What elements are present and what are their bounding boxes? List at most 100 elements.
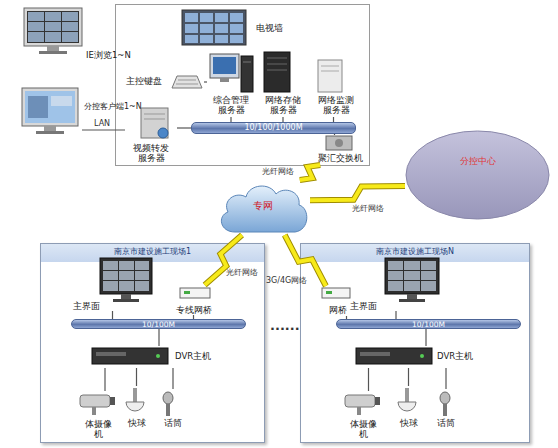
wire-line: [346, 316, 347, 319]
wire-line: [333, 117, 334, 122]
site1-monitor-icon-part-part: [103, 261, 118, 270]
private-network-cloud: 专网: [215, 180, 310, 235]
siteN-bridge-icon-part: [322, 288, 350, 298]
site1-monitor-icon-part: [103, 261, 149, 291]
siteN-monitor-icon-part: [399, 299, 425, 302]
tv-wall-icon-part-part: [215, 13, 228, 22]
management-server-icon-part: [220, 78, 229, 82]
ie-monitor-icon-part: [39, 51, 67, 54]
switch-icon-part: [326, 136, 352, 150]
site1-mic-icon-part: [166, 404, 170, 416]
siteN-monitor-icon-part-part: [404, 261, 420, 270]
node-text: DVR主机: [175, 351, 227, 361]
wire-line: [172, 368, 173, 389]
node-text: IE浏览1~N: [86, 50, 150, 60]
site1-monitor-icon-part: [121, 294, 131, 299]
client-monitor-icon-part: [44, 126, 56, 131]
forward-server-icon-part: [144, 114, 165, 115]
siteN-dvr-icon-part: [360, 352, 390, 356]
tv-wall-icon-part-part: [185, 35, 198, 43]
site1-monitor-icon-part-part: [103, 281, 118, 291]
storage-server-icon-part: [264, 52, 290, 92]
tv-wall-icon-part-part: [215, 24, 228, 33]
wire-line: [282, 117, 283, 122]
client-monitor-icon-part: [36, 131, 64, 134]
site1-monitor-icon-part: [113, 299, 139, 302]
keyboard-icon: [172, 76, 202, 88]
storage-server-icon-part: [267, 64, 287, 65]
network-bus: 10/100/1000M: [191, 122, 356, 134]
wire-connector: [408, 368, 409, 386]
site1-dvr-icon-part: [92, 348, 168, 364]
monitor-server-icon-part: [321, 71, 339, 72]
storage-server-icon: [264, 52, 290, 92]
switch-icon: [326, 136, 352, 150]
wire-line: [445, 368, 446, 389]
siteN-monitor-icon-part-part: [404, 271, 420, 280]
site1-bridge-icon: [180, 288, 210, 298]
wire-connector: [283, 117, 284, 122]
siteN-monitor-icon-part: [388, 261, 436, 291]
link-label: 3G/4G网络: [266, 276, 307, 286]
site1-monitor-icon-part-part: [135, 261, 149, 270]
siteN-bridge-icon: [322, 288, 350, 298]
keyboard-icon-part: [172, 76, 202, 88]
client-monitor-icon-part: [25, 91, 75, 123]
wire-connector: [136, 368, 137, 386]
node-text: 主界面: [71, 301, 101, 311]
wire-line: [395, 311, 396, 319]
wire-connector: [333, 117, 334, 122]
ie-monitor-icon: [24, 8, 82, 54]
ie-monitor-icon-part-part: [62, 22, 78, 31]
node-text: 网络存储服务器: [265, 95, 301, 115]
ie-monitor-icon-part: [28, 12, 78, 42]
tv-wall-icon-part: [185, 13, 243, 43]
node-text: 话筒: [426, 418, 466, 428]
site-bus: 10/100M: [336, 319, 521, 329]
client-monitor-icon: [22, 88, 78, 134]
lightning-outline: [300, 165, 320, 180]
link-label: 光纤网络: [262, 167, 294, 177]
management-server-icon-part: [213, 57, 236, 74]
node-text: 10/100/1000M: [192, 123, 355, 133]
wire-connector: [334, 134, 335, 135]
ie-monitor-icon-part-part: [28, 22, 44, 31]
management-server-icon-part: [210, 54, 239, 78]
site1-monitor-icon-part-part: [119, 281, 134, 291]
site1-monitor-icon-part-part: [135, 281, 149, 291]
node-text: 主控键盘: [126, 76, 172, 86]
wire-connector: [105, 368, 106, 391]
node-text: 南京市建设施工现场N: [301, 247, 529, 257]
siteN-dvr-icon: [356, 348, 432, 364]
wire-connector: [446, 368, 447, 389]
node-text: 话筒: [153, 418, 193, 428]
node-text: 主界面: [348, 301, 378, 311]
ie-monitor-icon-part-part: [45, 12, 61, 21]
site-bus: 10/100M: [71, 319, 246, 329]
site1-monitor-icon-part: [100, 258, 152, 294]
lightning-fill: [300, 165, 320, 180]
node-text: 体摄像机: [350, 419, 377, 439]
siteN-monitor-icon-part-part: [421, 261, 436, 270]
site1-dome-icon-part: [133, 388, 137, 402]
node-text: 体摄像机: [85, 419, 112, 439]
site1-dvr-icon-part: [156, 354, 160, 358]
wire-connector: [204, 82, 207, 83]
tv-wall-icon-part: [182, 10, 246, 45]
tv-wall-icon-part-part: [230, 35, 243, 43]
storage-server-icon-part: [267, 70, 287, 71]
wire-connector: [177, 128, 191, 129]
ie-monitor-icon-part: [27, 11, 79, 43]
siteN-mic-icon-part: [440, 392, 450, 404]
siteN-monitor-icon-part-part: [388, 261, 403, 270]
siteN-monitor-icon-part-part: [404, 281, 420, 291]
link-label: 光纤网络: [226, 268, 258, 278]
site1-bridge-icon-part: [184, 291, 190, 294]
tv-wall-icon-part-part: [215, 35, 228, 43]
monitor-server-icon-part: [321, 66, 339, 67]
link-label: 光纤网络: [352, 204, 384, 214]
forward-server-icon-part: [144, 119, 165, 120]
node-text: 10/100M: [72, 320, 245, 329]
